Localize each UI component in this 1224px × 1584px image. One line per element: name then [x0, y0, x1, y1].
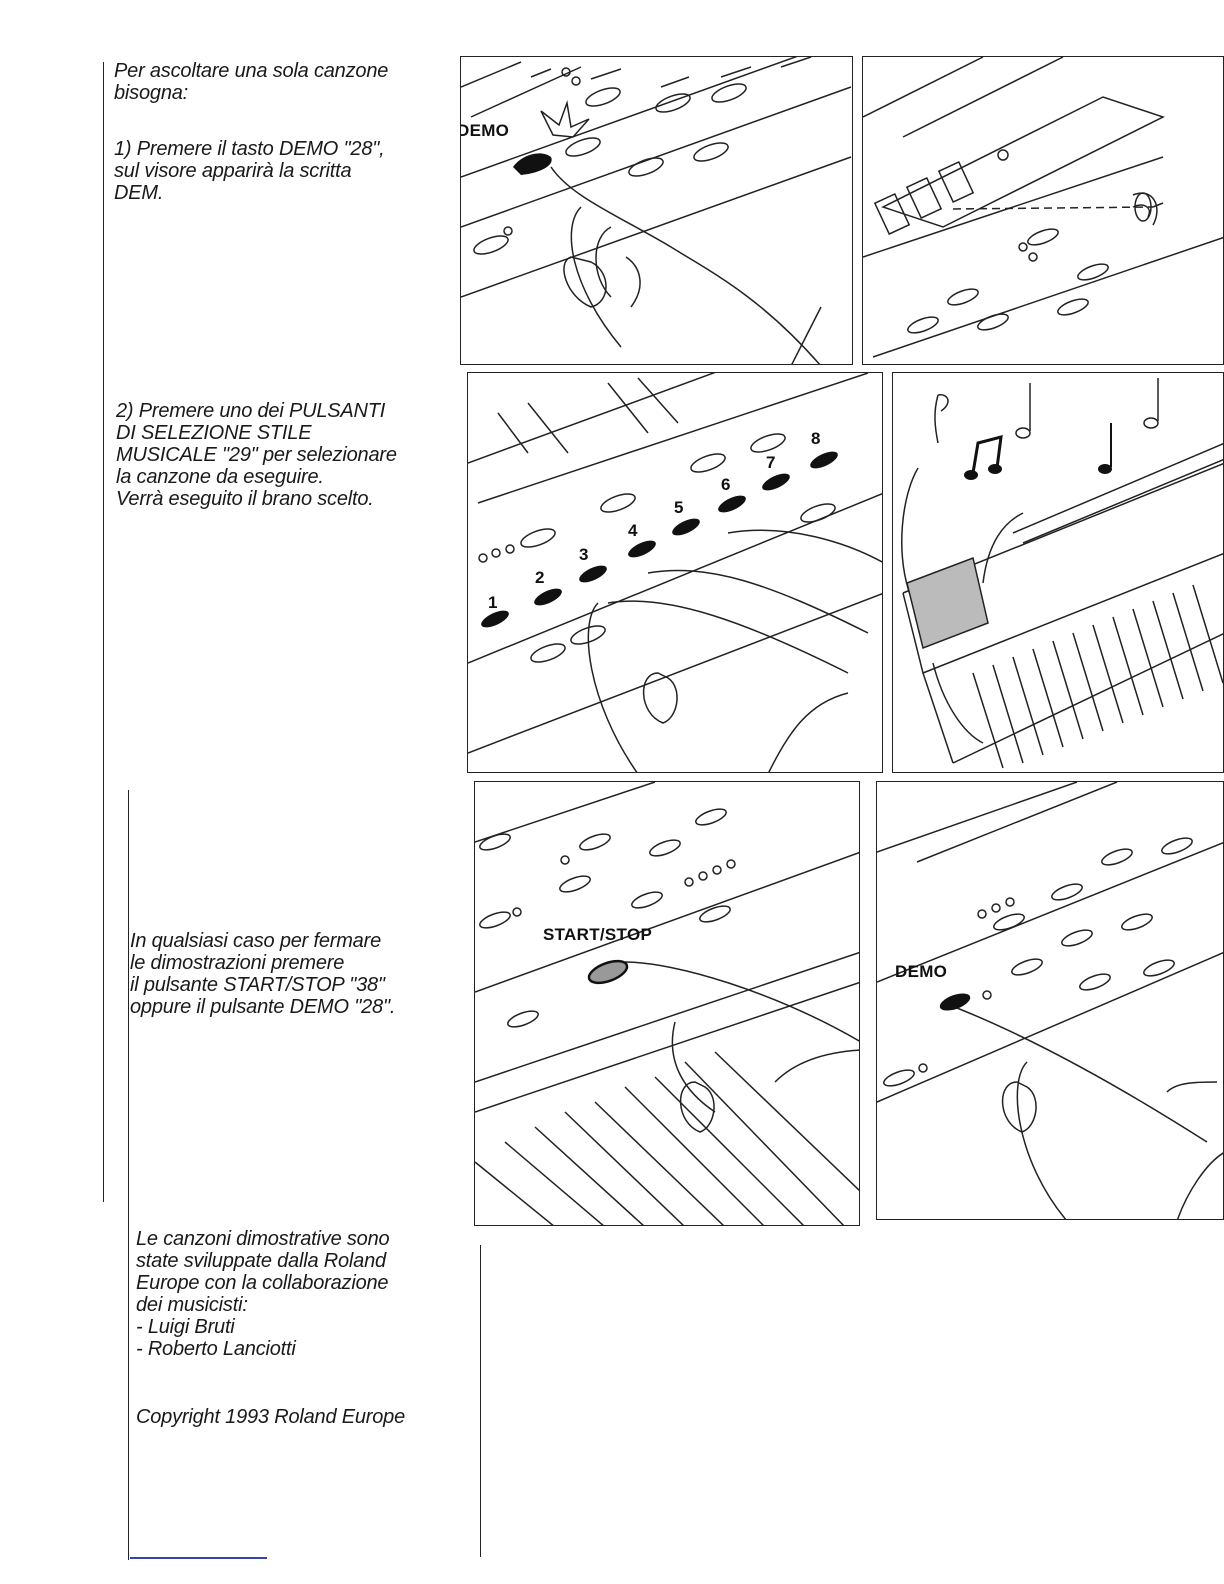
intro-text: Per ascoltare una sola canzone bisogna: [114, 60, 389, 104]
panel-start-stop-drawing [475, 782, 859, 1225]
credits-divider-rule [480, 1245, 481, 1557]
panel-start-stop: START/STOP [474, 781, 860, 1226]
credits-text: Le canzoni dimostrative sono state svilu… [136, 1228, 390, 1360]
panel-demo-stop: DEMO [876, 781, 1224, 1220]
left-margin-rule-lower [128, 790, 129, 1560]
demo-label: DEMO [460, 121, 510, 140]
style-number-2: 2 [535, 568, 545, 587]
panel-style-buttons: 1 2 3 4 5 6 7 8 [467, 372, 883, 773]
panel-demo-press-drawing [461, 57, 852, 364]
panel-display-drawing [863, 57, 1223, 358]
panel-demo-stop-drawing [877, 782, 1223, 1219]
step1-text: 1) Premere il tasto DEMO "28", sul visor… [114, 138, 385, 204]
music-notes-icon [953, 413, 1033, 493]
demo-label-2: DEMO [895, 962, 948, 981]
panel-demo-press: DEMO [460, 56, 853, 365]
panel-style-drawing [468, 373, 882, 772]
start-stop-label: START/STOP [543, 925, 653, 944]
style-number-6: 6 [721, 475, 731, 494]
style-number-3: 3 [579, 545, 589, 564]
style-number-1: 1 [488, 593, 498, 612]
style-number-5: 5 [674, 498, 684, 517]
style-number-8: 8 [811, 429, 821, 448]
panel-display-dem [862, 56, 1224, 365]
step2-text: 2) Premere uno dei PULSANTI DI SELEZIONE… [116, 400, 397, 510]
style-number-7: 7 [766, 453, 776, 472]
panel-keyboard-drawing [901, 378, 1223, 769]
panel-keyboard-playing [892, 372, 1224, 773]
copyright-text: Copyright 1993 Roland Europe [136, 1406, 406, 1428]
left-margin-rule [103, 62, 104, 1202]
eye-icon [1111, 187, 1151, 227]
footer-rule [130, 1557, 267, 1559]
stop-text: In qualsiasi caso per fermare le dimostr… [130, 930, 396, 1018]
style-number-4: 4 [628, 521, 638, 540]
